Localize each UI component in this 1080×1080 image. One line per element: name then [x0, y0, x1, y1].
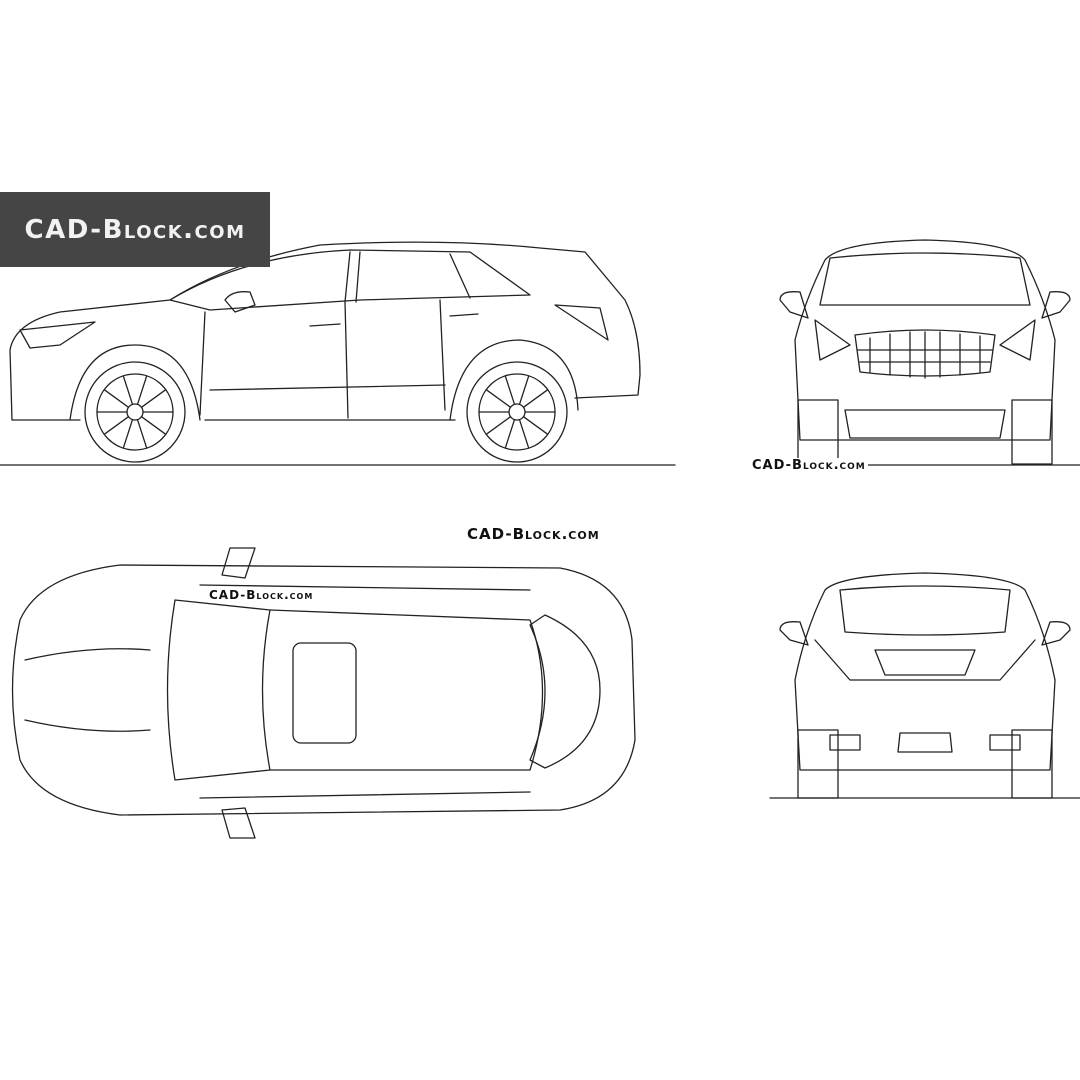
- front-wheel: [84, 361, 186, 463]
- door-handles: [309, 313, 479, 327]
- taillight-line: [814, 639, 1036, 681]
- grille-bars: [857, 331, 993, 379]
- watermark-banner-text: CAD-Block.com: [24, 214, 246, 245]
- b-pillar-2: [355, 251, 361, 303]
- hood-lines: [24, 648, 151, 732]
- taillight: [554, 304, 609, 341]
- front-tire-left: [797, 399, 839, 465]
- wheel-spoke: [136, 418, 148, 449]
- wheel-spoke: [140, 389, 167, 408]
- body-outline: [9, 241, 641, 421]
- wheel-spoke: [518, 418, 530, 449]
- window-outline: [169, 249, 531, 311]
- door-lines: [199, 299, 446, 419]
- grille: [854, 329, 996, 377]
- rear-tire-left: [797, 729, 839, 799]
- wheel-spoke: [122, 418, 134, 449]
- front-view: [769, 239, 1080, 466]
- roof: [269, 609, 544, 771]
- windshield: [166, 599, 271, 781]
- watermark-top: CAD-Block.com: [465, 525, 602, 543]
- license-recess: [874, 649, 976, 676]
- wheel-spoke: [504, 375, 516, 406]
- watermark-front: CAD-Block.com: [750, 458, 868, 473]
- wheel-spoke: [518, 375, 530, 406]
- b-pillar: [344, 251, 351, 303]
- rear-window: [839, 585, 1011, 636]
- wheel-spoke: [140, 416, 167, 435]
- rear-tire-right: [1011, 729, 1053, 799]
- front-body: [794, 239, 1056, 441]
- wheel-spoke: [485, 416, 512, 435]
- wheel-spoke: [103, 416, 130, 435]
- watermark-banner: CAD-Block.com: [0, 192, 270, 267]
- roof-rails: [199, 584, 531, 799]
- front-tire-right: [1011, 399, 1053, 465]
- rear-wheel: [466, 361, 568, 463]
- front-arch: [69, 344, 201, 421]
- rear-window: [529, 614, 601, 769]
- mirrors: [221, 547, 256, 839]
- side-view: [0, 241, 676, 466]
- windshield: [819, 252, 1031, 306]
- sunroof: [292, 642, 357, 744]
- top-view: [11, 547, 636, 839]
- lower-intake: [844, 409, 1006, 439]
- wheel-spoke: [522, 416, 549, 435]
- wheel-spoke: [136, 375, 148, 406]
- wheel-spoke: [122, 375, 134, 406]
- top-body: [11, 564, 636, 816]
- headlights: [814, 319, 1036, 361]
- mirrors: [779, 621, 1071, 646]
- headlight: [19, 321, 96, 349]
- mirror: [224, 291, 256, 313]
- wheel-spoke: [103, 389, 130, 408]
- mirrors: [779, 291, 1071, 319]
- wheel-spoke: [485, 389, 512, 408]
- rear-body: [794, 572, 1056, 771]
- wheel-spoke: [504, 418, 516, 449]
- c-pillar: [449, 253, 471, 299]
- watermark-topview: CAD-Block.com: [207, 588, 316, 602]
- side-trim: [209, 384, 446, 391]
- exhaust-and-plate: [829, 732, 1021, 753]
- wheel-spoke: [522, 389, 549, 408]
- rear-view: [769, 572, 1080, 799]
- rear-arch: [449, 339, 579, 421]
